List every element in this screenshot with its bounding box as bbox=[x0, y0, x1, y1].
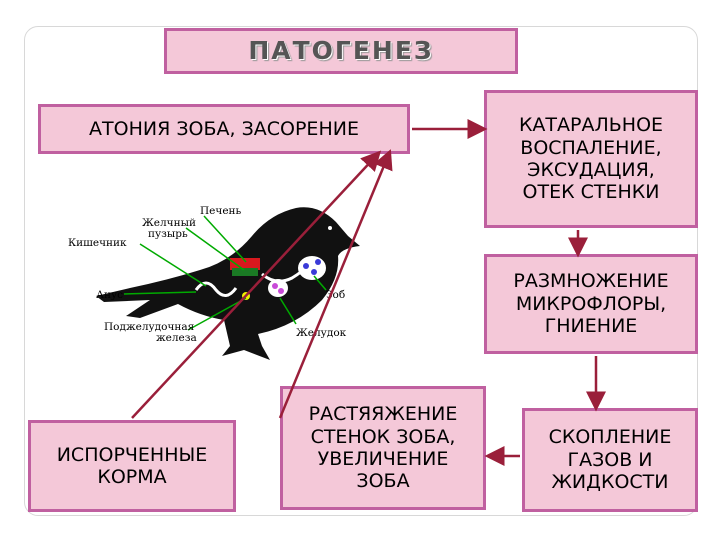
box-line: УВЕЛИЧЕНИЕ bbox=[317, 448, 449, 470]
label-pancreas-2: железа bbox=[156, 332, 197, 344]
box-crop-atony: АТОНИЯ ЗОБА, ЗАСОРЕНИЕ bbox=[38, 104, 410, 154]
leader-line bbox=[279, 297, 297, 325]
leader-line bbox=[185, 227, 245, 271]
label-pancreas-1: Поджелудочная bbox=[104, 321, 195, 333]
box-line: ЭКСУДАЦИЯ, bbox=[527, 159, 655, 181]
box-line: СКОПЛЕНИЕ bbox=[548, 426, 672, 449]
leader-line bbox=[139, 243, 207, 287]
box-spoiled-feed: ИСПОРЧЕННЫЕ КОРМА bbox=[28, 420, 236, 512]
page-title: ПАТОГЕНЕЗ bbox=[248, 36, 434, 66]
box-line: ЖИДКОСТИ bbox=[551, 471, 669, 494]
box-microflora-growth: РАЗМНОЖЕНИЕ МИКРОФЛОРЫ, ГНИЕНИЕ bbox=[484, 254, 698, 354]
bird-eye bbox=[328, 226, 332, 230]
box-line: МИКРОФЛОРЫ, bbox=[515, 292, 667, 315]
leader-line bbox=[313, 275, 327, 291]
crop-dot bbox=[315, 259, 321, 265]
leader-line bbox=[203, 215, 247, 263]
box-line: СТЕНОК ЗОБА, bbox=[310, 425, 456, 448]
box-line: ГНИЕНИЕ bbox=[544, 315, 638, 338]
box-gas-accumulation: СКОПЛЕНИЕ ГАЗОВ И ЖИДКОСТИ bbox=[522, 408, 698, 512]
label-gallbladder-1: Желчный bbox=[142, 217, 196, 229]
label-gallbladder-2: пузырь bbox=[148, 228, 188, 240]
leader-lines bbox=[123, 215, 327, 331]
leader-line bbox=[187, 297, 247, 331]
gallbladder-organ bbox=[232, 268, 258, 276]
label-stomach: Желудок bbox=[296, 327, 347, 339]
arrow-spoiled-feed-to-atony bbox=[131, 150, 382, 419]
box-catarrhal-inflammation: КАТАРАЛЬНОЕ ВОСПАЛЕНИЕ, ЭКСУДАЦИЯ, ОТЕК … bbox=[484, 90, 698, 228]
box-line: ГАЗОВ И bbox=[567, 448, 653, 471]
box-crop-atony-text: АТОНИЯ ЗОБА, ЗАСОРЕНИЕ bbox=[89, 117, 359, 140]
stomach-dot bbox=[272, 283, 278, 289]
box-line: КОРМА bbox=[97, 466, 167, 488]
leader-line bbox=[123, 291, 197, 295]
box-line: ОТЕК СТЕНКИ bbox=[522, 181, 660, 204]
crop-dot bbox=[303, 263, 309, 269]
label-liver: Печень bbox=[200, 205, 242, 217]
arrow-distension-to-atony bbox=[278, 149, 393, 419]
box-line: ВОСПАЛЕНИЕ, bbox=[520, 136, 662, 159]
stomach-dot bbox=[278, 288, 284, 294]
box-line: РАСТЯЯЖЕНИЕ bbox=[308, 403, 458, 426]
intestine-organ bbox=[194, 281, 238, 297]
title-box: ПАТОГЕНЕЗ bbox=[164, 28, 518, 74]
label-anus: Анус bbox=[96, 289, 123, 301]
liver-organ bbox=[230, 258, 260, 270]
box-line: ИСПОРЧЕННЫЕ bbox=[56, 443, 208, 466]
box-line: КАТАРАЛЬНОЕ bbox=[518, 114, 664, 137]
box-line: РАЗМНОЖЕНИЕ bbox=[513, 270, 669, 293]
crop-dot bbox=[311, 269, 317, 275]
box-line: ЗОБА bbox=[356, 470, 410, 493]
label-intestine: Кишечник bbox=[68, 237, 127, 249]
box-crop-distension: РАСТЯЯЖЕНИЕ СТЕНОК ЗОБА, УВЕЛИЧЕНИЕ ЗОБА bbox=[280, 386, 486, 510]
